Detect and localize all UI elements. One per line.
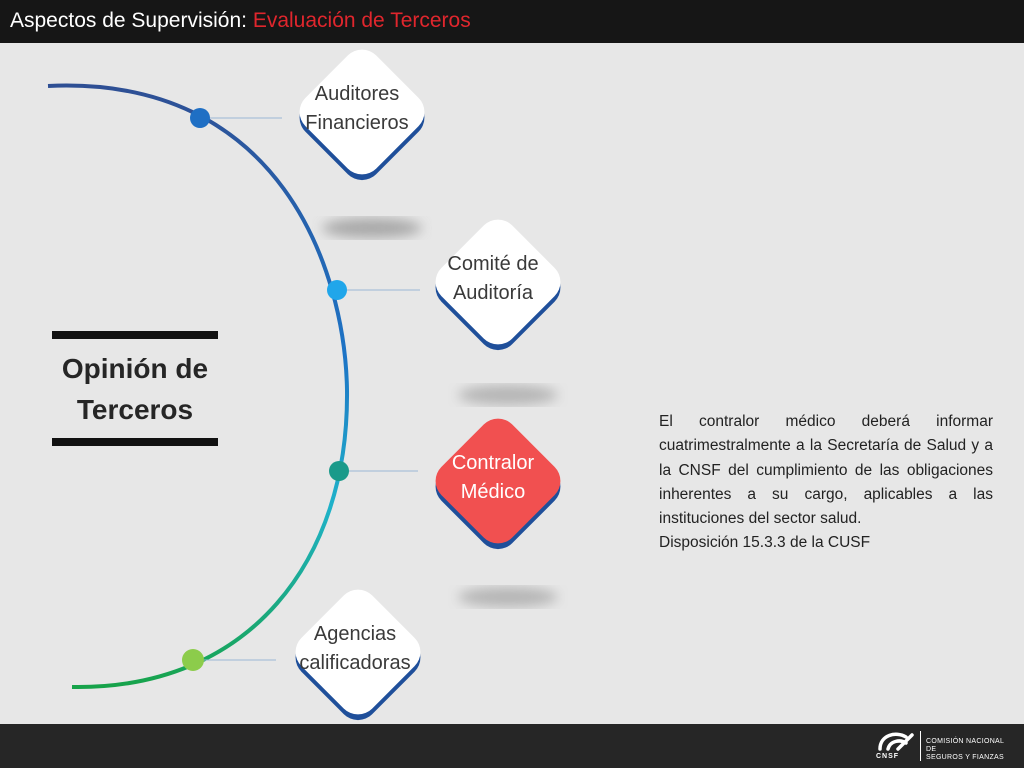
slide-title: Aspectos de Supervisión: Evaluación de T… — [10, 9, 471, 33]
slide-title-prefix: Aspectos de Supervisión: — [10, 9, 247, 32]
node-shape-agencias — [295, 589, 421, 721]
main-title: Opinión de Terceros — [40, 348, 230, 430]
shadow-1 — [322, 218, 422, 238]
arc-dot-1 — [190, 108, 210, 128]
node-label-line1: Auditores — [314, 83, 400, 105]
cnsf-logo-name: COMISIÓN NACIONAL DE SEGUROS Y FIANZAS — [926, 738, 1016, 762]
slide-header: Aspectos de Supervisión: Evaluación de T… — [0, 0, 1024, 43]
node-shape-comite — [435, 219, 561, 351]
main-title-line1: Opinión de — [61, 353, 209, 384]
arc-dot-4 — [182, 649, 204, 671]
node-agencias-calificadoras[interactable]: Agencias calificadoras — [280, 620, 430, 678]
node-auditores-financieros[interactable]: Auditores Financieros — [282, 80, 432, 138]
node-label-line1: Comité de — [447, 253, 539, 275]
node-comite-auditoria[interactable]: Comité de Auditoría — [418, 250, 568, 308]
timeline-arc — [47, 83, 350, 690]
slide-title-highlight: Evaluación de Terceros — [252, 9, 471, 32]
node-label-line2: calificadoras — [299, 652, 411, 674]
logo-divider — [920, 731, 921, 761]
shadow-2 — [458, 385, 558, 405]
node-label-line2: Auditoría — [452, 282, 534, 304]
logo-name-line2: SEGUROS Y FIANZAS — [926, 754, 1004, 761]
description-text: El contralor médico deberá informar cuat… — [659, 413, 993, 528]
title-bar-top — [52, 331, 218, 339]
node-label-line1: Contralor — [451, 452, 535, 474]
node-contralor-medico[interactable]: Contralor Médico — [418, 449, 568, 507]
node-shape-auditores — [299, 49, 425, 181]
cnsf-logo-abbr: CNSF — [876, 753, 900, 760]
arc-dot-2 — [327, 280, 347, 300]
logo-name-line1: COMISIÓN NACIONAL DE — [926, 738, 1004, 753]
cnsf-logo: CNSF COMISIÓN NACIONAL DE SEGUROS Y FIAN… — [876, 729, 1016, 763]
node-label-line2: Financieros — [305, 112, 409, 134]
title-bar-bottom — [52, 438, 218, 446]
description-source: Disposición 15.3.3 de la CUSF — [659, 534, 871, 552]
cnsf-logo-icon — [878, 732, 914, 751]
node-label-line2: Médico — [460, 481, 526, 503]
slide-footer: CNSF COMISIÓN NACIONAL DE SEGUROS Y FIAN… — [0, 724, 1024, 768]
main-title-line2: Terceros — [76, 394, 194, 425]
description-box: El contralor médico deberá informar cuat… — [659, 410, 993, 556]
shadow-3 — [458, 587, 558, 607]
node-shape-contralor — [435, 418, 561, 550]
node-label-line1: Agencias — [313, 623, 397, 645]
arc-dot-3 — [329, 461, 349, 481]
